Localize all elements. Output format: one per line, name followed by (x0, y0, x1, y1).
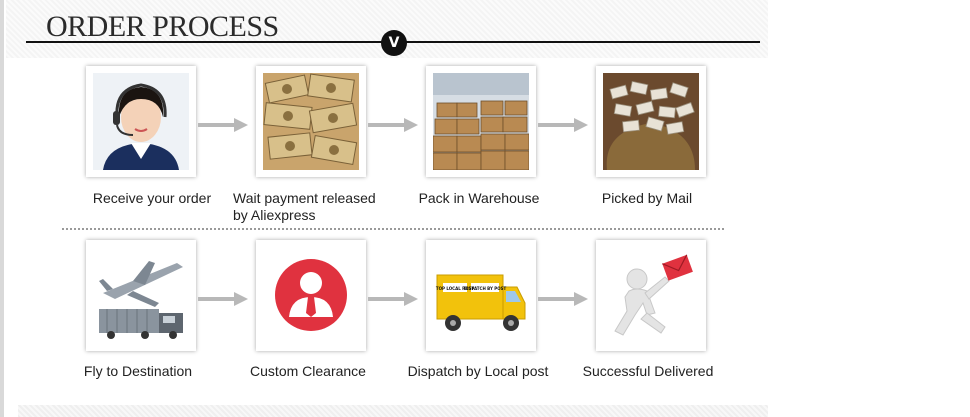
arrow-right-icon (538, 118, 588, 132)
step-label-receive-order: Receive your order (92, 190, 212, 206)
step-label-custom-clearance: Custom Clearance (250, 363, 366, 379)
customer-service-icon (93, 73, 189, 170)
arrow-right-icon (368, 118, 418, 132)
arrow-right-icon (538, 292, 588, 306)
step-card-fly-destination (86, 240, 196, 351)
arrow-right-icon (368, 292, 418, 306)
delivery-truck-icon: TOP LOCAL POST DISPATCH BY POST (433, 247, 529, 344)
step-card-dispatch-local: TOP LOCAL POST DISPATCH BY POST (426, 240, 536, 351)
truck-text-right: DISPATCH BY POST (464, 286, 507, 291)
step-label-wait-payment-line2: by Aliexpress (233, 207, 316, 223)
step-label-dispatch-local: Dispatch by Local post (407, 363, 549, 379)
step-label-picked-mail: Picked by Mail (601, 190, 693, 206)
step-label-wait-payment: Wait payment released by Aliexpress (233, 190, 403, 224)
truck-text-left: TOP LOCAL POST (436, 286, 474, 291)
money-icon (263, 73, 359, 170)
parcels-icon (603, 73, 699, 170)
page-title: ORDER PROCESS (46, 10, 279, 43)
step-card-receive-order (86, 66, 196, 177)
arrow-right-icon (198, 292, 248, 306)
step-label-successful-delivered: Successful Delivered (582, 363, 714, 379)
step-card-successful-delivered (596, 240, 706, 351)
step-label-pack-warehouse: Pack in Warehouse (418, 190, 540, 206)
step-card-custom-clearance (256, 240, 366, 351)
step-label-fly-destination: Fly to Destination (83, 363, 193, 379)
v-badge-icon: V (381, 30, 407, 56)
courier-envelope-icon (603, 247, 699, 344)
left-border (0, 0, 4, 417)
footer-band (18, 405, 768, 417)
step-card-pack-warehouse (426, 66, 536, 177)
airplane-icon (93, 247, 189, 344)
step-label-wait-payment-line1: Wait payment released (233, 190, 376, 206)
step-card-picked-mail (596, 66, 706, 177)
step-card-wait-payment (256, 66, 366, 177)
warehouse-icon (433, 73, 529, 170)
arrow-right-icon (198, 118, 248, 132)
row-divider (62, 228, 724, 230)
customs-officer-icon (263, 247, 359, 344)
